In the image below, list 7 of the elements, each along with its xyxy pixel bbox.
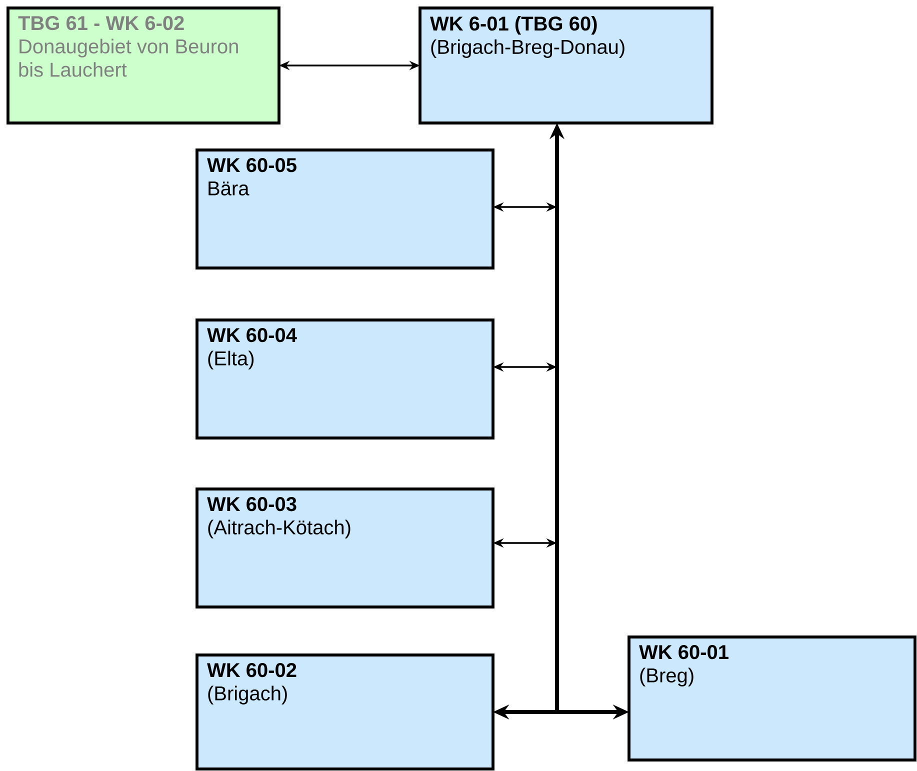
text-box: WK 60-01 (Breg) <box>628 636 916 762</box>
text-box: WK 6-01 (TBG 60) (Brigach-Breg-Donau) <box>418 6 714 124</box>
text-box: WK 60-05 Bära <box>196 148 494 270</box>
text-box: WK 60-04 (Elta) <box>196 318 494 440</box>
text-box: WK 60-03 (Aitrach-Kötach) <box>196 488 494 608</box>
text-box: TBG 61 - WK 6-02 Donaugebiet von Beuron bis Lauchert <box>6 6 280 124</box>
text-box: WK 60-02 (Brigach) <box>196 654 494 770</box>
